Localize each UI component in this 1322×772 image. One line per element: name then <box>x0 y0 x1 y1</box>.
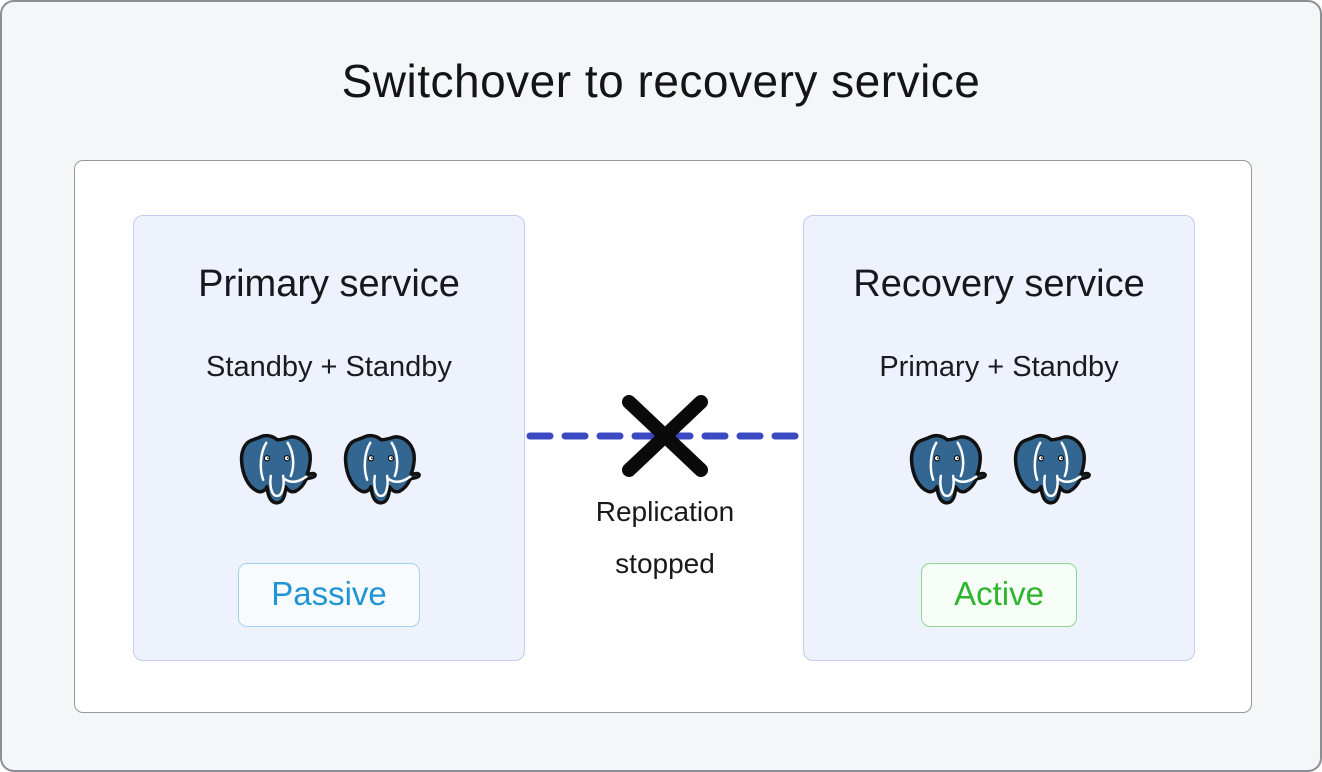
service-card-recovery: Recovery service Primary + Standby <box>803 215 1195 661</box>
replication-stopped-graphic <box>526 395 804 477</box>
postgresql-elephant-icon <box>237 432 317 511</box>
postgresql-elephant-icon <box>341 432 421 511</box>
status-badge-passive: Passive <box>238 563 420 627</box>
services-panel: Primary service Standby + Standby <box>74 160 1252 713</box>
postgresql-elephant-icon <box>1011 432 1091 511</box>
card-subtitle-primary: Standby + Standby <box>206 351 452 383</box>
replication-stopped-label: Replication stopped <box>596 486 735 590</box>
card-title-primary: Primary service <box>198 263 460 305</box>
x-mark-icon <box>622 395 708 477</box>
service-card-primary: Primary service Standby + Standby <box>133 215 525 661</box>
status-badge-active: Active <box>921 563 1077 627</box>
replication-stopped-label-line2: stopped <box>615 548 715 579</box>
database-icon-row <box>237 432 421 511</box>
replication-stopped-label-line1: Replication <box>595 496 735 527</box>
postgresql-elephant-icon <box>907 432 987 511</box>
card-subtitle-recovery: Primary + Standby <box>879 351 1119 383</box>
database-icon-row <box>907 432 1091 511</box>
card-title-recovery: Recovery service <box>853 263 1145 305</box>
replication-connector: Replication stopped <box>522 394 808 590</box>
page-title: Switchover to recovery service <box>341 55 981 107</box>
